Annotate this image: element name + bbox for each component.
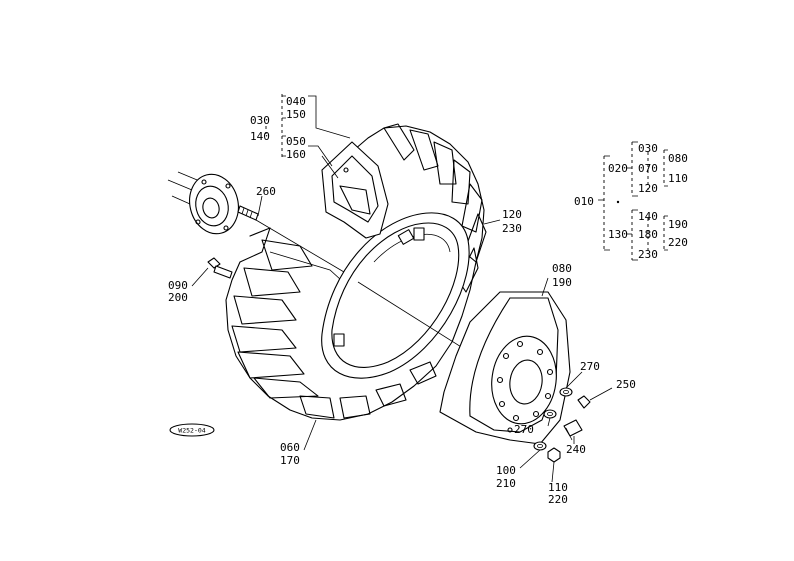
label-170[interactable]: 170 [280,454,300,467]
label-220-right[interactable]: 220 [668,236,688,249]
label-100[interactable]: 100 [496,464,516,477]
label-020[interactable]: 020 [608,162,628,175]
label-110-right[interactable]: 110 [668,172,688,185]
figure-code-badge: W252-04 [169,423,215,437]
label-130[interactable]: 130 [608,228,628,241]
label-090[interactable]: 090 [168,279,188,292]
label-080-right[interactable]: 080 [668,152,688,165]
label-070[interactable]: 070 [638,162,658,175]
label-160[interactable]: 160 [286,148,306,161]
label-040[interactable]: 040 [286,95,306,108]
label-260[interactable]: 260 [256,185,276,198]
nut-110[interactable] [547,447,561,463]
label-190-disc[interactable]: 190 [552,276,572,289]
bolt-090[interactable] [207,257,233,279]
label-230-right[interactable]: 230 [638,248,658,261]
washer-100[interactable] [533,441,547,451]
label-200[interactable]: 200 [168,291,188,304]
label-180[interactable]: 180 [638,228,658,241]
valve-plate[interactable] [321,141,389,239]
label-150[interactable]: 150 [286,108,306,121]
nut-270-lower[interactable] [543,409,557,419]
callout-tree-left [265,94,351,167]
label-050[interactable]: 050 [286,135,306,148]
bolt-240[interactable] [563,419,583,441]
label-120-right[interactable]: 120 [638,182,658,195]
label-010[interactable]: 010 [574,195,594,208]
label-030-left[interactable]: 030 [250,114,270,127]
label-140-right[interactable]: 140 [638,210,658,223]
callout-tree-right [598,141,668,261]
label-210[interactable]: 210 [496,477,516,490]
label-230-rim[interactable]: 230 [502,222,522,235]
label-250[interactable]: 250 [616,378,636,391]
label-140-left[interactable]: 140 [250,130,270,143]
label-060[interactable]: 060 [280,441,300,454]
label-120-rim[interactable]: 120 [502,208,522,221]
center-cap[interactable] [167,169,245,239]
label-030-right[interactable]: 030 [638,142,658,155]
nut-270-upper[interactable] [559,387,573,397]
label-190-right[interactable]: 190 [668,218,688,231]
label-270-lower[interactable]: 270 [514,423,534,436]
wheel-disc[interactable] [439,291,571,445]
figure-code: W252-04 [178,427,205,435]
label-270-upper[interactable]: 270 [580,360,600,373]
label-220-lower[interactable]: 220 [548,493,568,506]
stud-bolt-260[interactable] [237,205,259,221]
callout-labels: 040 150 030 140 050 160 260 090 200 120 … [168,95,688,506]
label-080-disc[interactable]: 080 [552,262,572,275]
label-240[interactable]: 240 [566,443,586,456]
wheel-rim[interactable] [321,212,470,379]
bolt-250[interactable] [577,395,591,409]
label-110-lower[interactable]: 110 [548,481,568,494]
